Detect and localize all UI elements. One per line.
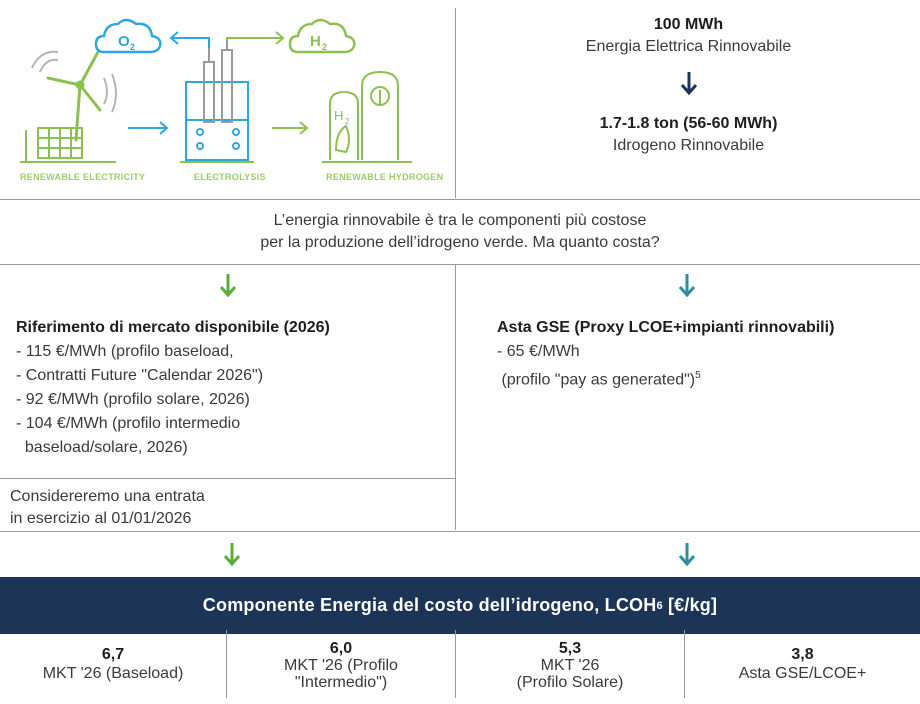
result-value: 3,8 — [791, 646, 814, 663]
banner-unit: [€/kg] — [662, 595, 718, 615]
arrow-down-teal-icon — [678, 274, 696, 298]
arrow-oxygen-icon — [169, 31, 210, 48]
label-electrolysis: ELECTROLYSIS — [194, 172, 266, 182]
left-item-1: - 115 €/MWh (profilo baseload, — [16, 343, 234, 360]
svg-text:2: 2 — [130, 42, 135, 52]
svg-text:2: 2 — [322, 42, 327, 52]
right-item-line-2: (profilo "pay as generated")5 — [497, 364, 920, 392]
label-renewable-electricity: RENEWABLE ELECTRICITY — [20, 172, 146, 182]
result-value: 6,0 — [329, 640, 353, 657]
arrow-electricity-icon — [128, 121, 169, 135]
left-note-line-2: in esercizio al 01/01/2026 — [10, 510, 192, 527]
result-value: 6,7 — [101, 646, 125, 663]
conversion-block: 100 MWh Energia Elettrica Rinnovabile 1.… — [457, 14, 920, 157]
result-label-line-1: MKT '26 (Profilo — [284, 657, 398, 674]
result-label-line-2: "Intermedio") — [294, 674, 388, 691]
right-item-line-1: - 65 €/MWh — [497, 343, 580, 360]
middle-divider — [455, 265, 456, 530]
result-divider-3 — [684, 630, 685, 698]
top-divider — [455, 8, 456, 198]
arrow-down-navy-icon — [680, 72, 697, 96]
banner-text: Componente Energia del costo dell’idroge… — [202, 595, 657, 615]
result-solare: 5,3 MKT '26 (Profilo Solare) — [456, 640, 684, 698]
left-note-line-1: Considereremo una entrata — [10, 488, 205, 505]
result-label: MKT '26 (Baseload) — [42, 665, 184, 682]
electrolysis-diagram: O 2 H 2 H 2 — [20, 18, 412, 163]
result-label-line-1: MKT '26 — [540, 657, 600, 674]
result-divider-1 — [226, 630, 227, 698]
input-value: 100 MWh — [653, 16, 724, 33]
lcoh-banner: Componente Energia del costo dell’idroge… — [0, 577, 920, 634]
result-label-line-2: (Profilo Solare) — [516, 674, 624, 691]
output-label: Idrogeno Rinnovabile — [612, 137, 765, 154]
hydrogen-cloud-icon: H 2 — [288, 18, 356, 54]
right-panel: Asta GSE (Proxy LCOE+impianti rinnovabil… — [497, 316, 920, 392]
arrow-hydrogen-icon — [226, 31, 285, 45]
left-item-3: - 92 €/MWh (profilo solare, 2026) — [16, 391, 250, 408]
input-label: Energia Elettrica Rinnovabile — [585, 38, 792, 55]
question-line-2: per la produzione dell’idrogeno verde. M… — [260, 234, 660, 251]
result-baseload: 6,7 MKT '26 (Baseload) — [0, 646, 226, 704]
left-note-divider — [0, 478, 455, 479]
arrow-down-teal-2-icon — [678, 543, 696, 567]
hydrogen-storage-icon: H 2 — [322, 70, 412, 163]
result-divider-2 — [455, 630, 456, 698]
svg-text:H: H — [310, 33, 321, 50]
divider-after-question — [0, 264, 920, 265]
left-note: Considereremo una entrata in esercizio a… — [10, 486, 205, 530]
process-illustration: O 2 H 2 H 2 RENEWABLE ELECTRICITY ELECTR… — [0, 0, 455, 200]
solar-panel-icon — [20, 127, 116, 163]
wind-waves-icon — [31, 50, 117, 113]
question-text: L’energia rinnovabile è tra le component… — [0, 210, 920, 254]
arrow-down-green-icon — [219, 274, 237, 298]
question-line-1: L’energia rinnovabile è tra le component… — [273, 212, 647, 229]
arrow-down-green-2-icon — [223, 543, 241, 567]
right-item-text: (profilo "pay as generated") — [497, 371, 696, 389]
left-item-2: - Contratti Future "Calendar 2026") — [16, 367, 264, 384]
arrow-storage-icon — [272, 121, 309, 135]
result-intermedio: 6,0 MKT '26 (Profilo "Intermedio") — [227, 640, 455, 698]
footnote-5: 5 — [695, 370, 701, 381]
label-renewable-hydrogen: RENEWABLE HYDROGEN — [326, 172, 444, 182]
divider-after-top — [0, 199, 920, 200]
left-item-5: baseload/solare, 2026) — [16, 439, 188, 456]
footnote-6: 6 — [656, 599, 663, 612]
wind-turbine-icon — [46, 50, 102, 142]
electrolyzer-icon — [180, 40, 254, 163]
svg-text:2: 2 — [345, 117, 350, 126]
result-value: 5,3 — [558, 640, 582, 657]
result-asta-gse: 3,8 Asta GSE/LCOE+ — [685, 646, 920, 704]
svg-text:O: O — [118, 33, 130, 50]
left-panel: Riferimento di mercato disponibile (2026… — [16, 316, 451, 460]
svg-text:H: H — [334, 108, 343, 123]
left-panel-title: Riferimento di mercato disponibile (2026… — [16, 319, 330, 336]
right-panel-title: Asta GSE (Proxy LCOE+impianti rinnovabil… — [497, 319, 835, 336]
oxygen-cloud-icon: O 2 — [94, 18, 162, 54]
divider-before-arrows — [0, 531, 920, 532]
left-item-4: - 104 €/MWh (profilo intermedio — [16, 415, 241, 432]
result-label: Asta GSE/LCOE+ — [738, 665, 867, 682]
output-value: 1.7-1.8 ton (56-60 MWh) — [599, 115, 778, 132]
